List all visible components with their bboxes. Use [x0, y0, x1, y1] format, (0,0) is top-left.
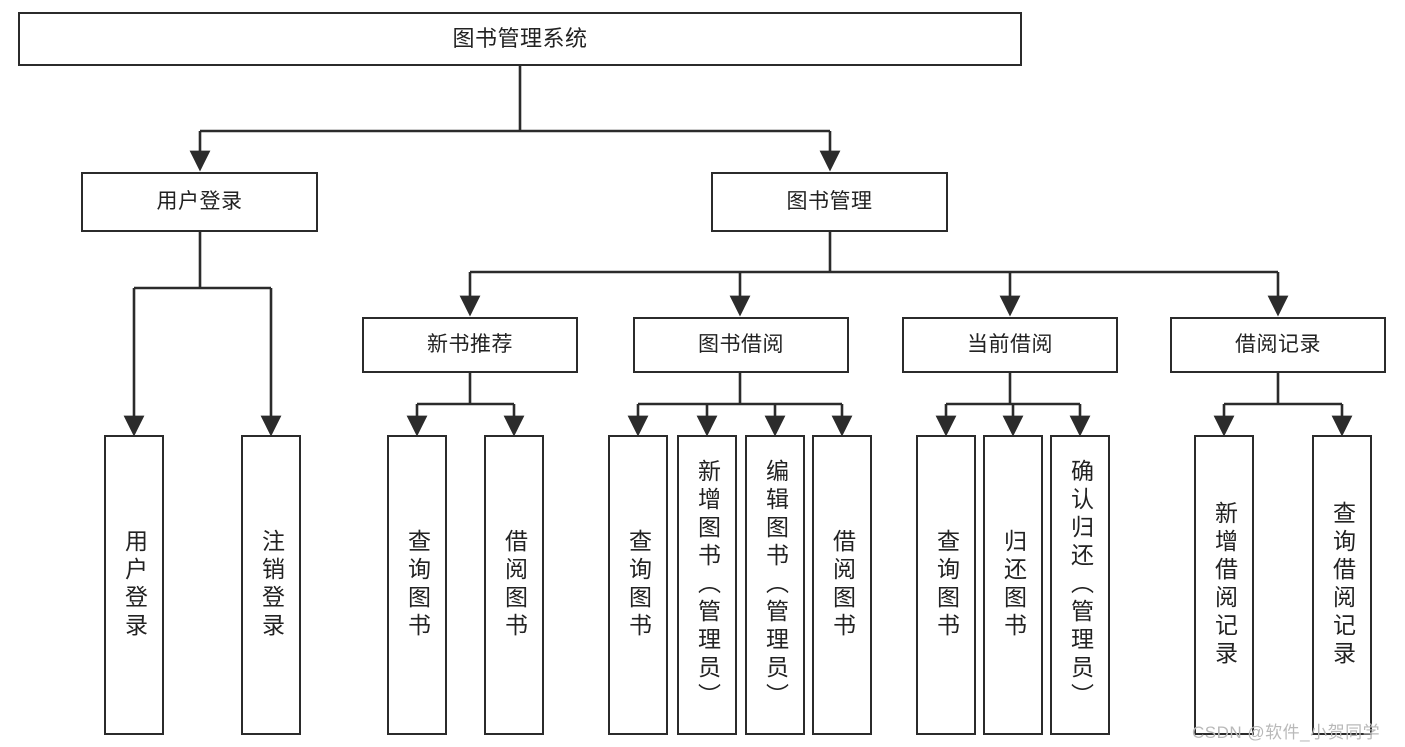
node-book-borrow[interactable]: 图书借阅 [633, 317, 849, 373]
leaf-query-book-2[interactable]: 查询图书 [608, 435, 668, 735]
leaf-user-login[interactable]: 用户登录 [104, 435, 164, 735]
leaf-query-book-2-label: 查询图书 [625, 529, 652, 641]
leaf-return-book[interactable]: 归还图书 [983, 435, 1043, 735]
leaf-logout-login-label: 注销登录 [258, 529, 285, 641]
node-book-manage-label: 图书管理 [786, 189, 873, 213]
leaf-confirm-return-label: 确认归还（管理员） [1067, 459, 1094, 711]
leaf-query-record-label: 查询借阅记录 [1329, 501, 1356, 669]
leaf-edit-book[interactable]: 编辑图书（管理员） [745, 435, 805, 735]
leaf-query-record[interactable]: 查询借阅记录 [1312, 435, 1372, 735]
node-book-borrow-label: 图书借阅 [698, 332, 784, 356]
leaf-return-book-label: 归还图书 [1000, 529, 1027, 641]
leaf-query-book-3-label: 查询图书 [933, 529, 960, 641]
leaf-borrow-book-1[interactable]: 借阅图书 [484, 435, 544, 735]
leaf-user-login-label: 用户登录 [121, 529, 148, 641]
leaf-add-book-label: 新增图书（管理员） [694, 459, 721, 711]
node-current-borrow[interactable]: 当前借阅 [902, 317, 1118, 373]
leaf-logout-login[interactable]: 注销登录 [241, 435, 301, 735]
node-borrow-record-label: 借阅记录 [1235, 332, 1321, 356]
leaf-borrow-book-2[interactable]: 借阅图书 [812, 435, 872, 735]
node-new-book-recommend[interactable]: 新书推荐 [362, 317, 578, 373]
csdn-watermark: CSDN @软件_小贺同学 [1192, 723, 1381, 742]
leaf-query-book-1-label: 查询图书 [404, 529, 431, 641]
node-root[interactable]: 图书管理系统 [18, 12, 1022, 66]
leaf-add-book[interactable]: 新增图书（管理员） [677, 435, 737, 735]
node-user-login[interactable]: 用户登录 [81, 172, 318, 232]
node-book-manage[interactable]: 图书管理 [711, 172, 948, 232]
leaf-add-record-label: 新增借阅记录 [1211, 501, 1238, 669]
node-borrow-record[interactable]: 借阅记录 [1170, 317, 1386, 373]
leaf-query-book-1[interactable]: 查询图书 [387, 435, 447, 735]
leaf-add-record[interactable]: 新增借阅记录 [1194, 435, 1254, 735]
leaf-borrow-book-1-label: 借阅图书 [501, 529, 528, 641]
node-current-borrow-label: 当前借阅 [967, 332, 1053, 356]
node-root-label: 图书管理系统 [452, 26, 588, 52]
leaf-borrow-book-2-label: 借阅图书 [829, 529, 856, 641]
leaf-query-book-3[interactable]: 查询图书 [916, 435, 976, 735]
leaf-confirm-return[interactable]: 确认归还（管理员） [1050, 435, 1110, 735]
leaf-edit-book-label: 编辑图书（管理员） [762, 459, 789, 711]
node-user-login-label: 用户登录 [156, 189, 243, 213]
node-new-book-recommend-label: 新书推荐 [427, 332, 513, 356]
